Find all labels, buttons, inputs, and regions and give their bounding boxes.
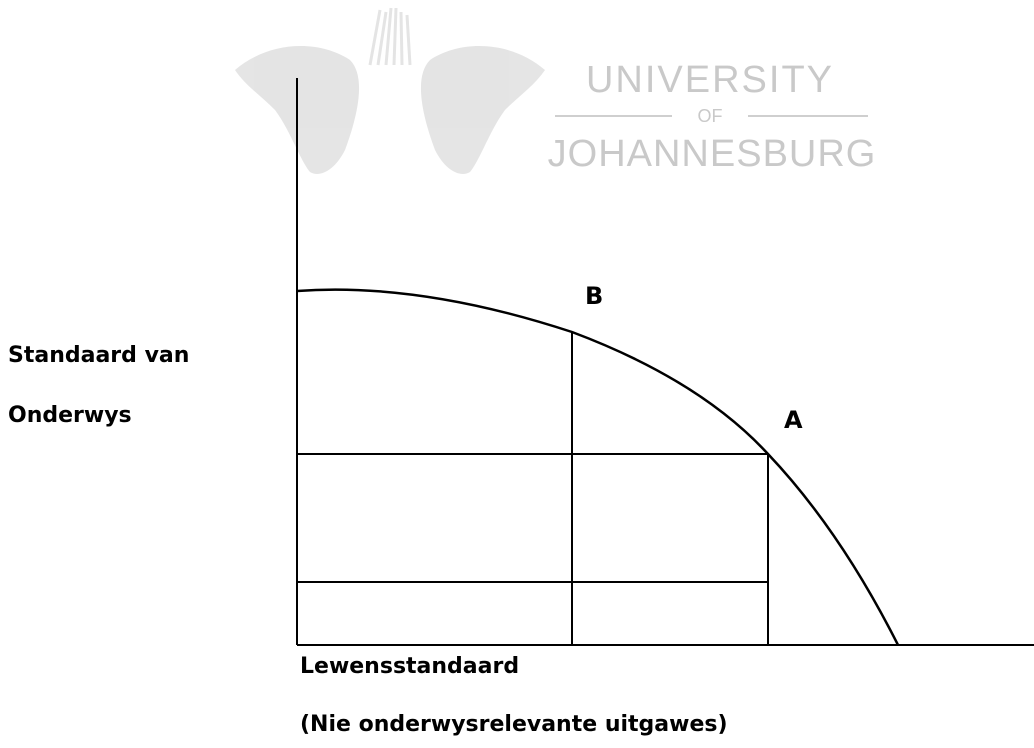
watermark-text-of: OF — [698, 106, 723, 126]
point-a-label: A — [784, 406, 803, 434]
x-axis-label-line2: (Nie onderwysrelevante uitgawes) — [300, 712, 728, 737]
production-possibility-curve — [296, 288, 900, 646]
watermark-logo — [235, 7, 545, 174]
x-axis-label-line1: Lewensstandaard — [300, 654, 520, 679]
watermark-bird-right — [420, 46, 545, 174]
point-b-label: B — [585, 282, 604, 310]
watermark-text-university: UNIVERSITY — [586, 59, 834, 101]
y-axis-label-line2: Onderwys — [8, 403, 132, 428]
y-axis-label-line1: Standaard van — [8, 343, 190, 368]
watermark-text-johannesburg: JOHANNESBURG — [548, 133, 877, 175]
watermark-crest — [368, 7, 412, 66]
